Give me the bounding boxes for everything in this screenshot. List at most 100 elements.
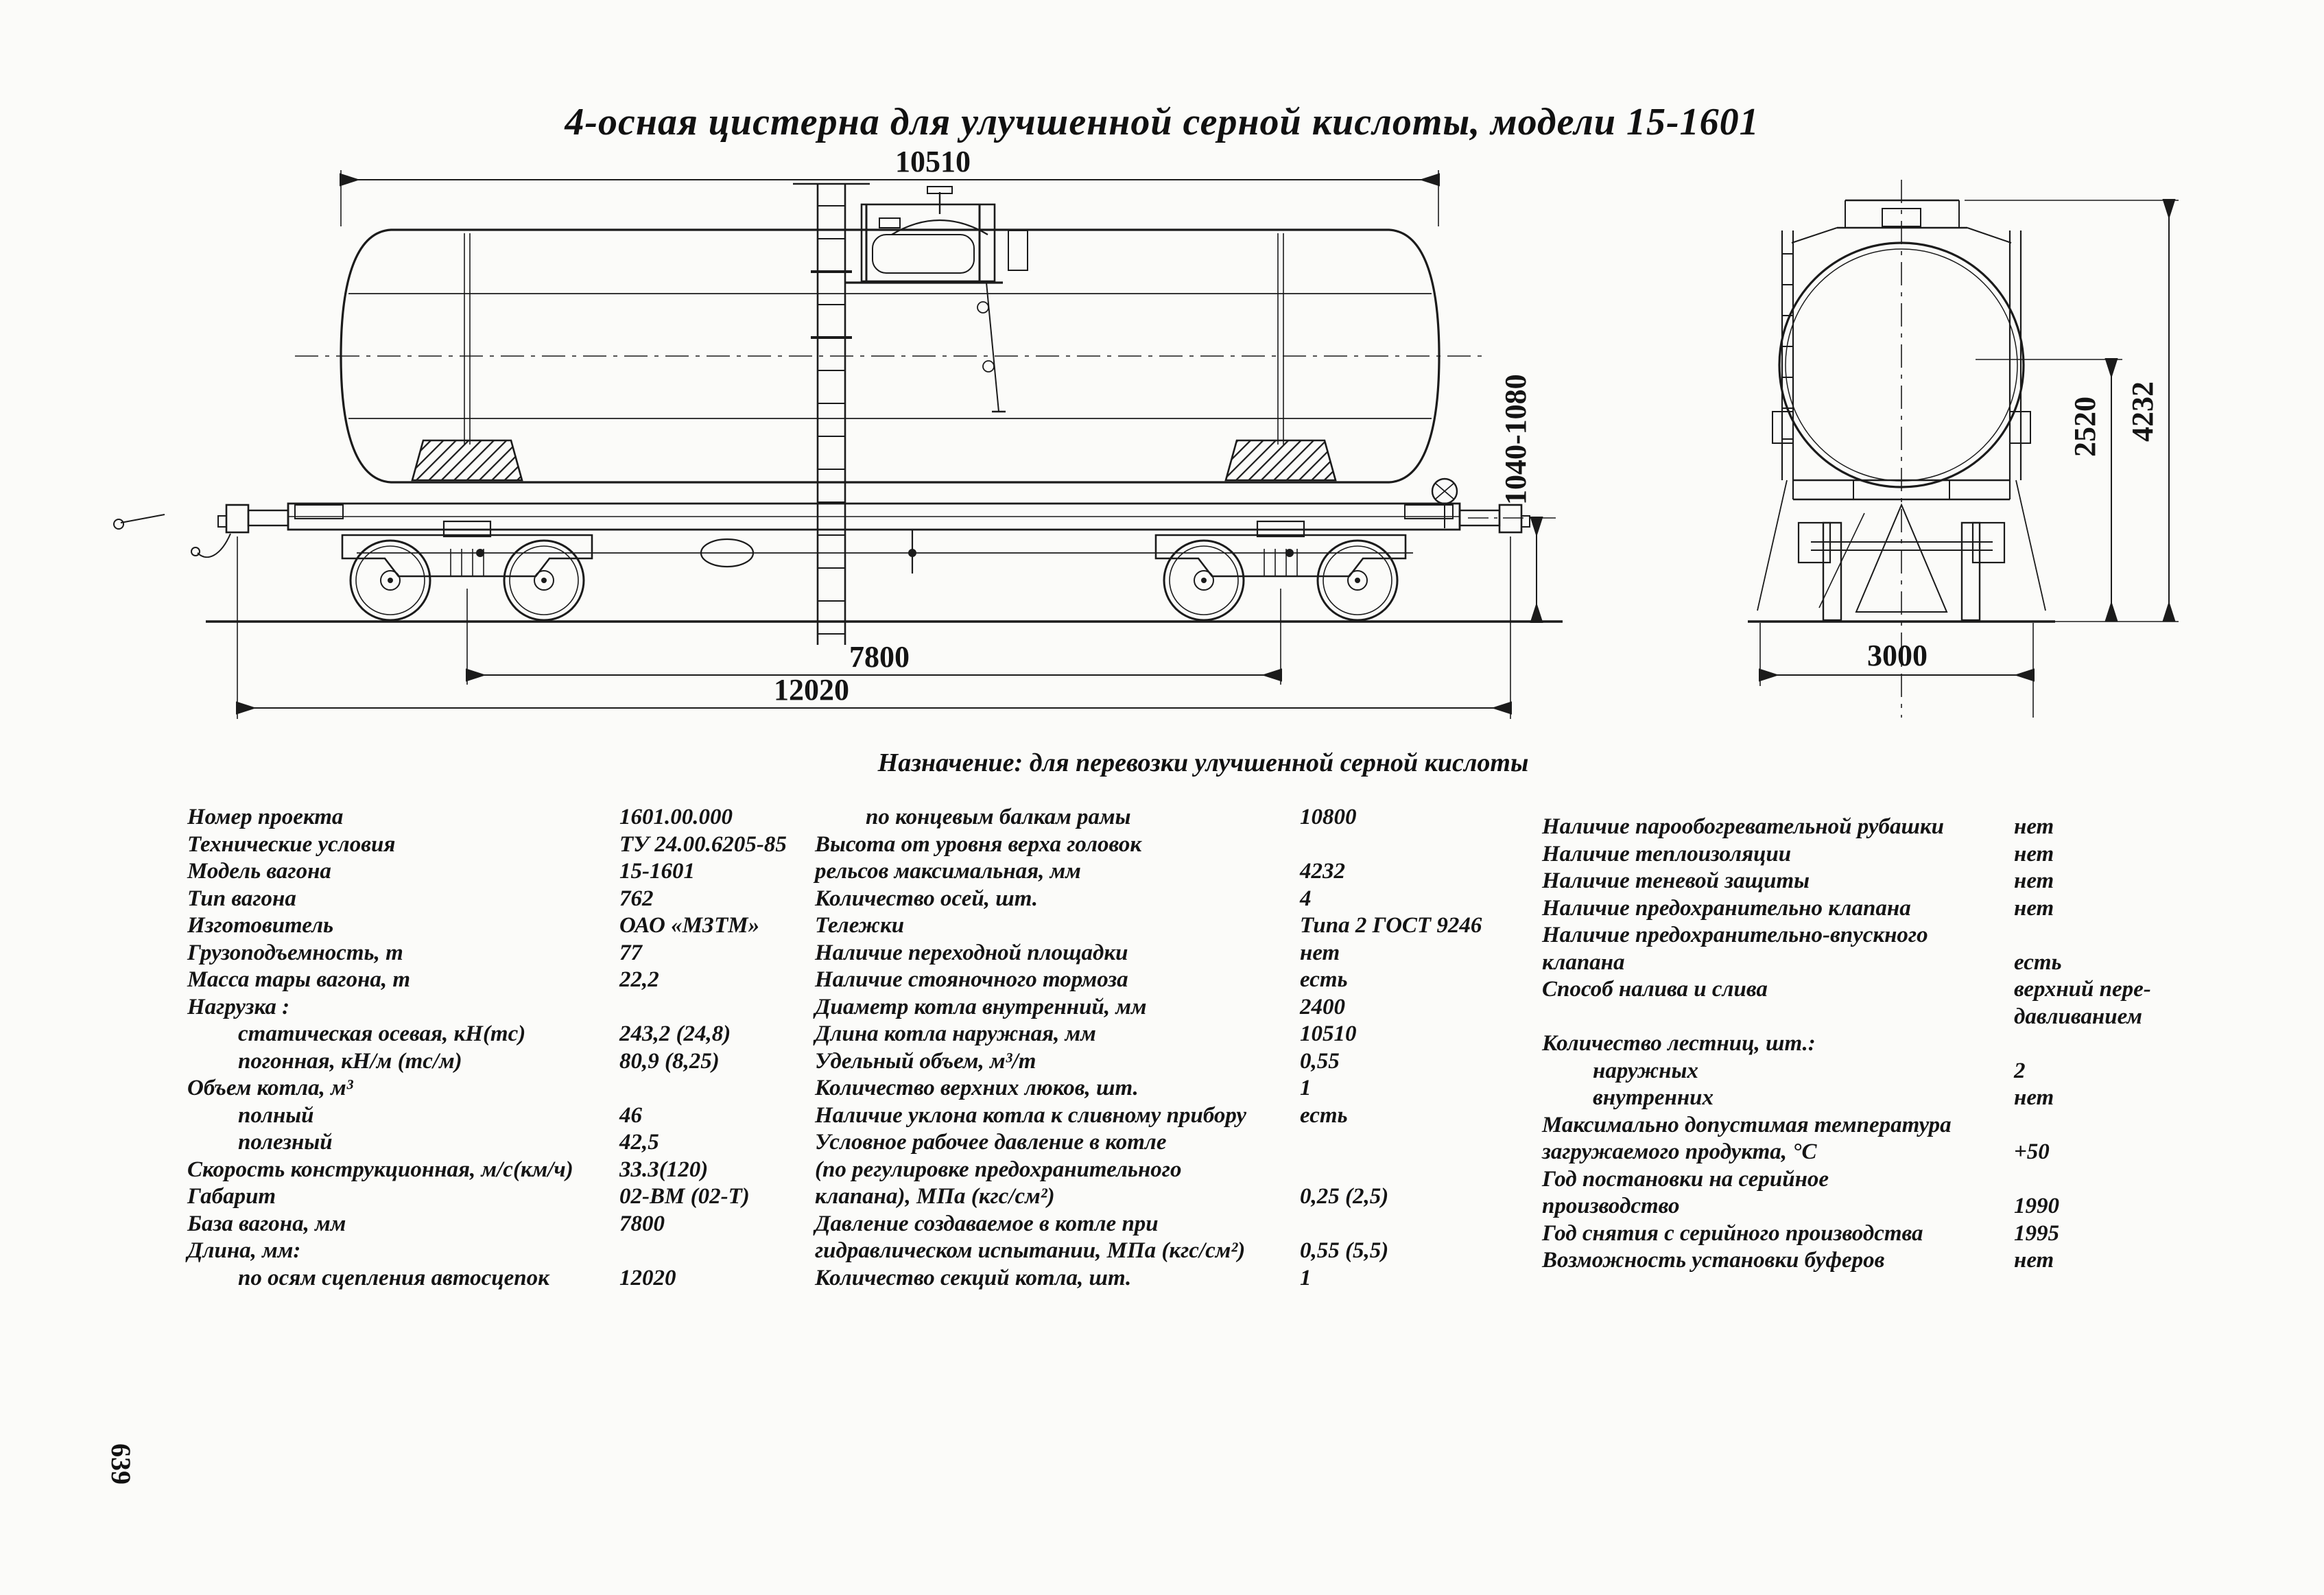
spec-label: по осям сцепления автосцепок (238, 1265, 549, 1290)
spec-row: статическая осевая, кН(тс) 243,2 (24,8) (187, 1021, 731, 1048)
end-view: 4232 2520 3000 (1748, 180, 2179, 718)
spec-row: наружных 2 (1542, 1058, 2026, 1085)
spec-label: Условное рабочее давление в котле (815, 1130, 1167, 1155)
dim-axis-height-group: 2520 (1976, 357, 2122, 622)
dim-tank-length-group: 10510 (339, 145, 1440, 226)
spec-value: 1 (1300, 1265, 1312, 1290)
spec-label: Наличие предохранительно-впускного (1542, 923, 1928, 947)
spec-label: Объем котла, м³ (187, 1076, 353, 1100)
spec-row: Количество верхних люков, шт. 1 (815, 1075, 1312, 1102)
spec-row: Высота от уровня верха головок (815, 831, 1246, 859)
spec-label: Изготовитель (187, 913, 334, 938)
purpose-line: Назначение: для перевозки улучшенной сер… (877, 748, 1529, 777)
end-running-gear (1757, 479, 2046, 622)
bogie-left (341, 520, 593, 622)
dim-frame-height: 1040-1080 (1499, 374, 1532, 505)
spec-value: 42,5 (619, 1130, 659, 1155)
spec-label: Технические условия (187, 831, 396, 857)
coupler-left (113, 504, 289, 558)
spec-label: клапана), МПа (кгс/см²) (815, 1184, 1055, 1209)
spec-row: гидравлическом испытании, МПа (кгс/см²) 0… (815, 1238, 1388, 1265)
coupler-right (1458, 504, 1530, 534)
spec-label: рельсов максимальная, мм (815, 859, 1081, 884)
spec-label: Наличие теневой защиты (1542, 869, 1810, 893)
spec-value: ОАО «МЗТМ» (619, 913, 760, 938)
spec-label: клапана (1542, 949, 1625, 975)
spec-value: 0,55 (5,5) (1300, 1238, 1389, 1263)
spec-value: 243,2 (24,8) (619, 1021, 731, 1046)
dim-width-group: 3000 (1758, 623, 2035, 718)
spec-label: Нагрузка : (187, 994, 290, 1019)
spec-label: Количество верхних люков, шт. (815, 1076, 1139, 1100)
underframe (287, 502, 1461, 531)
spec-value: 02-ВМ (02-Т) (619, 1184, 750, 1209)
dim-length-over-couplers-group: 12020 (235, 536, 1513, 719)
spec-value: 4232 (1300, 859, 1345, 884)
spec-value: +50 (2014, 1139, 2050, 1164)
spec-value: верхний пере- (2014, 977, 2151, 1002)
spec-value: 0,25 (2,5) (1300, 1184, 1389, 1209)
dim-length-over-couplers: 12020 (774, 673, 849, 707)
spec-value: 7800 (619, 1211, 665, 1236)
spec-value: 1 (1300, 1076, 1312, 1100)
spec-row: Количество осей, шт.4 (815, 886, 1312, 913)
spec-value: есть (1300, 1102, 1348, 1128)
dim-frame-height-group: 1040-1080 (1468, 374, 1556, 624)
ladder (793, 182, 870, 645)
spec-value: 1601.00.000 (619, 805, 733, 829)
spec-value: нет (1300, 940, 1340, 965)
spec-row: Количество лестниц, шт.: (1542, 1030, 1952, 1058)
spec-row: (по регулировке предохранительного (815, 1157, 1246, 1184)
spec-value: ТУ 24.00.6205-85 (619, 831, 787, 857)
spec-row: Скорость конструкционная, м/с(км/ч)33.3(… (187, 1157, 708, 1184)
dim-width: 3000 (1867, 639, 1928, 672)
spec-value: 15-1601 (619, 859, 695, 884)
spec-value: 762 (619, 886, 654, 911)
spec-row: рельсов максимальная, мм 4232 (815, 858, 1345, 886)
spec-row: Длина, мм: (187, 1238, 573, 1265)
spec-row: Год постановки на серийное (1542, 1166, 1952, 1194)
spec-label: Наличие парообогревательной рубашки (1542, 814, 1945, 839)
saddle-tie-rods (464, 233, 1284, 445)
dim-axis-height: 2520 (2068, 397, 2102, 457)
spec-label: Наличие уклона котла к сливному прибору (815, 1102, 1247, 1128)
spec-label: Удельный объем, м³/т (815, 1048, 1036, 1074)
spec-value: 10510 (1300, 1021, 1357, 1046)
spec-label: статическая осевая, кН(тс) (238, 1021, 526, 1046)
spec-value: 22,2 (619, 967, 659, 992)
page-number: 639 (106, 1443, 137, 1485)
spec-label: Диаметр котла внутренний, мм (815, 994, 1147, 1019)
spec-row: Технические условия ТУ 24.00.6205-85 (187, 831, 787, 859)
spec-label: внутренних (1593, 1085, 1714, 1110)
spec-row: Наличие предохранительно клапана нет (1542, 895, 2054, 923)
spec-label: погонная, кН/м (тс/м) (238, 1048, 462, 1074)
spec-value: 80,9 (8,25) (619, 1048, 720, 1074)
spec-value: нет (2014, 895, 2054, 921)
spec-label: наружных (1593, 1058, 1698, 1083)
spec-label: Количество лестниц, шт.: (1542, 1031, 1816, 1056)
end-top-structure (1791, 199, 2012, 244)
spec-label: гидравлическом испытании, МПа (кгс/см²) (815, 1238, 1246, 1263)
page-title: 4-осная цистерна для улучшенной серной к… (565, 100, 1759, 143)
spec-label: Наличие предохранительно клапана (1542, 895, 1911, 921)
spec-label: производство (1542, 1194, 1680, 1218)
spec-label: Длина котла наружная, мм (815, 1021, 1096, 1046)
spec-value: 2 (2014, 1058, 2026, 1083)
spec-label: Наличие переходной площадки (815, 940, 1128, 965)
